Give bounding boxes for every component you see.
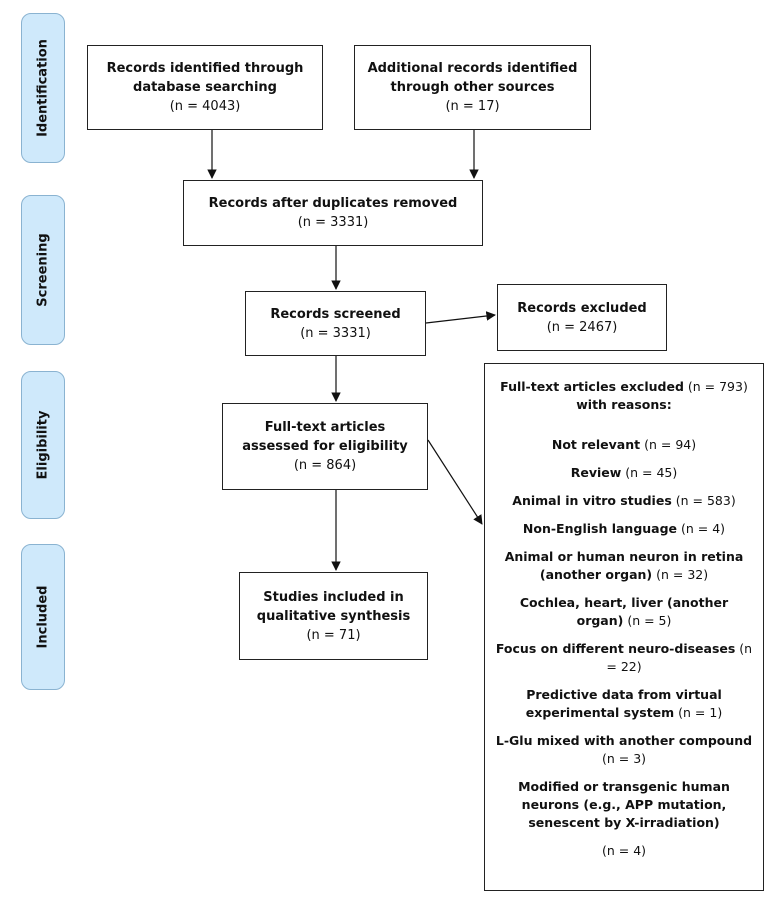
phase-identification: Identification	[21, 13, 65, 163]
exclusion-reason: Not relevant (n = 94)	[495, 436, 753, 454]
exclusion-reason: Predictive data from virtual experimenta…	[495, 686, 753, 722]
exclusion-reason: Non-English language (n = 4)	[495, 520, 753, 538]
exclusion-reason-count: (n = 32)	[652, 567, 709, 582]
exclusion-header-tail: with reasons:	[576, 397, 672, 412]
exclusion-reason-label: Animal in vitro studies	[512, 493, 672, 508]
box-other-sources: Additional records identified through ot…	[354, 45, 591, 130]
exclusion-reason: Modified or transgenic human neurons (e.…	[495, 778, 753, 832]
box-label: Full-text articles assessed for eligibil…	[242, 420, 408, 454]
exclusion-reason-count: (n = 22)	[606, 641, 753, 674]
phase-included: Included	[21, 544, 65, 690]
exclusion-reason-label: Non-English language	[522, 521, 678, 536]
exclusion-reason: Cochlea, heart, liver (another organ) (n…	[495, 594, 753, 630]
box-records-screened: Records screened (n = 3331)	[245, 291, 426, 356]
exclusion-reason: L-Glu mixed with another compound (n = 3…	[495, 732, 753, 768]
exclusion-reason-label: Not relevant	[551, 437, 641, 452]
exclusion-reason-label: Cochlea, heart, liver (another organ)	[519, 595, 729, 628]
box-count: (n = 3331)	[297, 215, 369, 230]
exclusion-reason: Focus on different neuro-diseases (n = 2…	[495, 640, 753, 676]
exclusion-reason-count: (n = 3)	[601, 751, 647, 766]
exclusion-header: Full-text articles excluded (n = 793) wi…	[495, 378, 753, 414]
exclusion-reason: Animal in vitro studies (n = 583)	[495, 492, 753, 510]
box-count: (n = 4043)	[169, 99, 241, 114]
exclusion-reason-label: Modified or transgenic human neurons (e.…	[518, 779, 730, 830]
exclusion-last-count: (n = 4)	[601, 843, 647, 858]
box-label: Records screened	[270, 306, 401, 322]
exclusion-reason-count: (n = 583)	[671, 493, 736, 508]
exclusion-reason-label: Review	[570, 465, 622, 480]
exclusion-reason-label: L-Glu mixed with another compound	[495, 733, 753, 748]
box-fulltext-excluded: Full-text articles excluded (n = 793) wi…	[484, 363, 764, 891]
box-records-excluded: Records excluded (n = 2467)	[497, 284, 667, 351]
exclusion-reason: Review (n = 45)	[495, 464, 753, 482]
box-label: Studies included in qualitative synthesi…	[256, 589, 411, 624]
box-count: (n = 17)	[445, 99, 500, 114]
exclusion-header-count: (n = 793)	[683, 379, 748, 394]
exclusion-reason-count: (n = 4)	[677, 521, 726, 536]
exclusion-reason-label: Animal or human neuron in retina (anothe…	[504, 549, 744, 582]
phase-eligibility: Eligibility	[21, 371, 65, 519]
arrow-fulltext-to-excluded	[427, 439, 483, 525]
exclusion-reason-count: (n = 1)	[674, 705, 723, 720]
exclusion-reason-count: (n = 45)	[621, 465, 678, 480]
box-count: (n = 864)	[293, 458, 357, 473]
box-label: Records after duplicates removed	[208, 196, 458, 211]
box-label: Records excluded	[517, 300, 647, 316]
arrow-screened-to-excluded	[425, 311, 496, 324]
box-count: (n = 3331)	[300, 325, 371, 341]
box-count: (n = 2467)	[546, 319, 618, 335]
exclusion-reason-count: (n = 5)	[623, 613, 672, 628]
exclusion-reason-label: Predictive data from virtual experimenta…	[525, 687, 722, 720]
phase-screening: Screening	[21, 195, 65, 345]
box-database-records: Records identified through database sear…	[87, 45, 323, 130]
exclusion-reason: Animal or human neuron in retina (anothe…	[495, 548, 753, 584]
exclusion-reason-label: Focus on different neuro-diseases	[495, 641, 736, 656]
exclusion-reason-count: (n = 94)	[640, 437, 697, 452]
exclusion-reasons-list: Not relevant (n = 94) Review (n = 45) Anim…	[495, 436, 753, 832]
box-duplicates-removed: Records after duplicates removed (n = 33…	[183, 180, 483, 246]
exclusion-header-label: Full-text articles excluded	[500, 379, 684, 394]
box-studies-included: Studies included in qualitative synthesi…	[239, 572, 428, 660]
box-fulltext-assessed: Full-text articles assessed for eligibil…	[222, 403, 428, 490]
box-count: (n = 71)	[306, 627, 361, 643]
box-label: Records identified through database sear…	[106, 61, 304, 95]
box-label: Additional records identified through ot…	[367, 61, 578, 95]
